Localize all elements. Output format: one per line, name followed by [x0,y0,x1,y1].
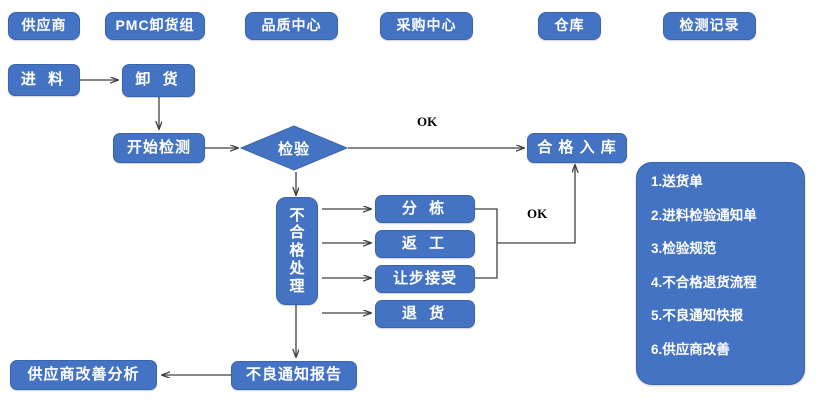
node-nonconforming-handling[interactable]: 不 合 格 处 理 [276,197,318,305]
lane-header-purchase[interactable]: 采购中心 [380,12,473,40]
records-panel-item: 1.送货单 [651,174,703,189]
lane-header-warehouse-label: 仓库 [554,17,585,34]
node-return-goods-label: 退 货 [401,304,449,322]
diamond-shape [240,125,348,171]
node-start-inspection-label: 开始检测 [126,138,191,156]
node-nonconforming-handling-char: 理 [289,277,305,295]
node-sorting[interactable]: 分 栋 [375,195,475,223]
node-qualified-storage[interactable]: 合 格 入 库 [527,133,627,163]
lane-header-supplier-label: 供应商 [21,17,67,34]
node-incoming-material[interactable]: 进 料 [8,64,80,96]
node-sorting-label: 分 栋 [401,199,449,217]
lane-header-quality[interactable]: 品质中心 [245,12,338,40]
node-supplier-improvement-label: 供应商改善分析 [27,365,140,383]
lane-header-pmc[interactable]: PMC卸货组 [105,12,205,40]
edge-label-ok-mid: OK [527,206,548,221]
node-nonconforming-handling-char: 处 [289,259,305,277]
node-rework-label: 返 工 [401,234,449,252]
node-defect-report-label: 不良通知报告 [245,366,342,384]
edge-label-ok-top: OK [417,114,438,129]
records-panel: 1.送货单 2.进料检验通知单 3.检验规范 4.不合格退货流程 5.不良通知快… [636,162,805,385]
lane-header-pmc-label: PMC卸货组 [115,17,195,34]
lane-header-warehouse[interactable]: 仓库 [538,12,601,40]
node-qualified-storage-label: 合 格 入 库 [537,138,617,156]
node-inspection-decision[interactable]: 检验 [240,125,348,171]
lane-header-records-label: 检测记录 [679,17,740,34]
node-return-goods[interactable]: 退 货 [375,300,475,328]
records-panel-item: 6.供应商改善 [651,341,730,357]
records-panel-item: 5.不良通知快报 [651,308,744,323]
lane-header-quality-label: 品质中心 [261,17,322,34]
node-unload[interactable]: 卸 货 [122,64,195,97]
lane-header-records[interactable]: 检测记录 [663,12,756,40]
node-nonconforming-handling-char: 合 [289,224,305,242]
node-concession-accept-label: 让步接受 [392,269,457,287]
node-start-inspection[interactable]: 开始检测 [113,133,205,163]
node-defect-report[interactable]: 不良通知报告 [231,361,357,390]
node-nonconforming-handling-char: 格 [289,242,305,260]
node-incoming-material-label: 进 料 [20,70,68,88]
node-concession-accept[interactable]: 让步接受 [375,265,475,293]
node-unload-label: 卸 货 [135,71,182,89]
lane-header-purchase-label: 采购中心 [396,17,457,34]
node-inspection-decision-label: 检验 [277,140,310,158]
node-nonconforming-handling-char: 不 [289,206,305,224]
records-panel-item: 2.进料检验通知单 [651,207,757,223]
lane-header-supplier[interactable]: 供应商 [8,12,80,40]
records-panel-item: 3.检验规范 [651,241,717,256]
records-panel-item: 4.不合格退货流程 [651,274,757,290]
node-supplier-improvement[interactable]: 供应商改善分析 [10,360,157,390]
node-rework[interactable]: 返 工 [375,230,475,258]
